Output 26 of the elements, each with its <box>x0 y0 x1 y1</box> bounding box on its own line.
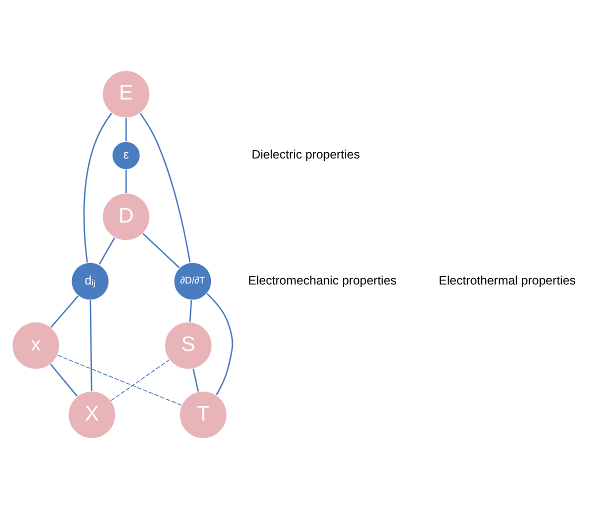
connector <box>83 112 112 262</box>
node-circle: dᵢⱼ <box>70 261 110 300</box>
connector <box>192 368 199 392</box>
connector <box>98 237 116 264</box>
connector <box>206 292 234 395</box>
node-circle: E <box>102 70 150 118</box>
node-circle: ∂D/∂T <box>173 261 212 300</box>
connector <box>189 300 192 322</box>
node-circle: D <box>102 192 150 240</box>
node-circle: X <box>68 390 116 438</box>
connector <box>140 112 191 262</box>
connector <box>90 300 92 391</box>
connector <box>57 354 182 406</box>
label: Electromechanic properties <box>248 272 397 287</box>
label: Electrothermal properties <box>438 272 576 287</box>
node-circle: ε <box>112 140 141 170</box>
connector <box>50 295 79 328</box>
node-circle: S <box>164 321 212 370</box>
label: Dielectric properties <box>252 147 360 162</box>
connector <box>110 358 170 401</box>
node-circle: x <box>12 321 60 370</box>
connector <box>125 117 127 141</box>
connector <box>50 363 78 396</box>
connector <box>125 169 127 193</box>
node-circle: T <box>179 390 228 438</box>
connector <box>142 232 180 268</box>
